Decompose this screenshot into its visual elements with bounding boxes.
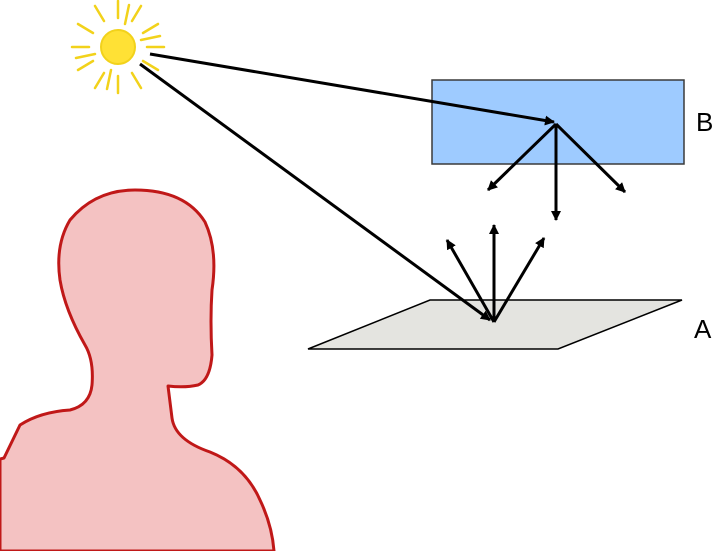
label-surface-b: B [696, 107, 713, 137]
sun-icon [70, 0, 166, 95]
incident-ray-to-a [139, 62, 491, 322]
reflected-ray-a-right [492, 237, 546, 323]
person-head-silhouette [0, 188, 276, 551]
incident-ray-to-b [149, 52, 555, 126]
label-surface-a: A [694, 314, 712, 344]
surface-a [307, 299, 683, 350]
surface-b-panel [431, 79, 685, 165]
reflected-ray-b-left [486, 122, 558, 192]
reflected-ray-a-left [445, 239, 496, 323]
reflected-ray-b-right [554, 122, 627, 194]
